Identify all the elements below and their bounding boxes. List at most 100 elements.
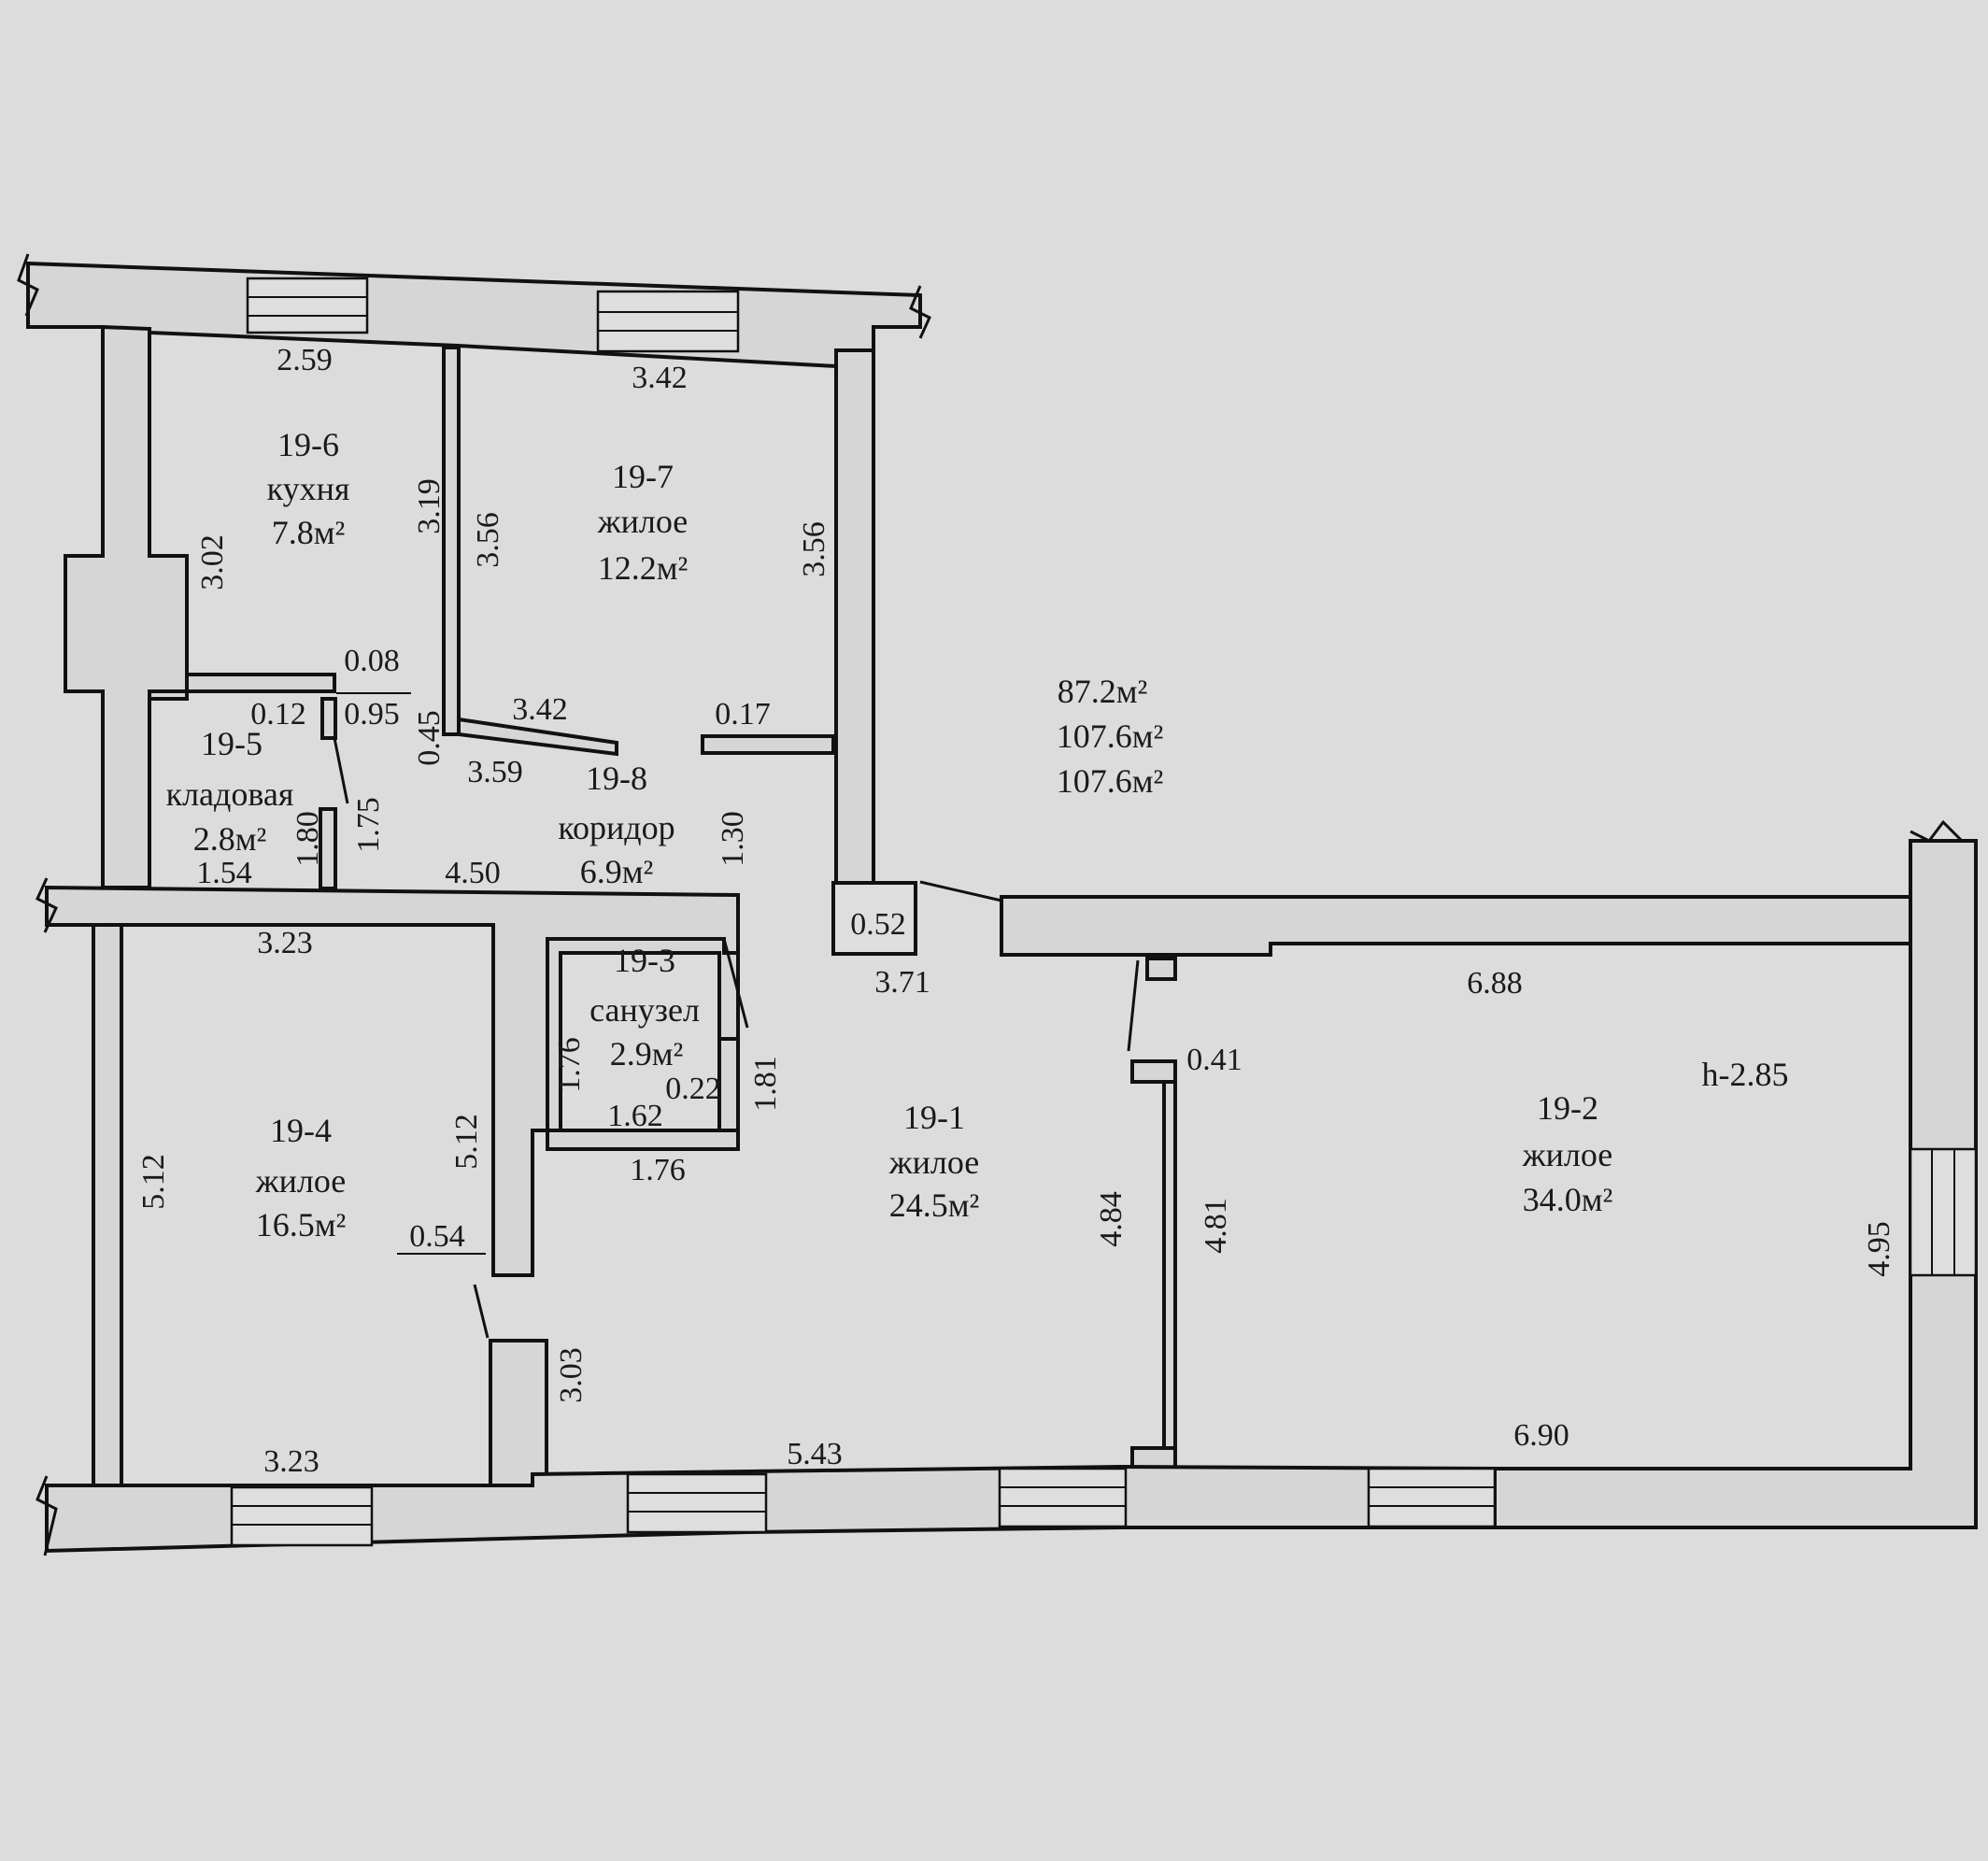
dim-column: 0.52 xyxy=(850,907,906,942)
dim-room7-left: 3.56 xyxy=(471,512,505,568)
room-19-7-area: 12.2м² xyxy=(598,549,689,587)
dim-room2-left: 4.81 xyxy=(1199,1198,1233,1254)
window-room2-bottom xyxy=(1367,1467,1497,1528)
partition-stub-door xyxy=(1130,1059,1177,1084)
room-19-6-name: кухня xyxy=(267,470,350,507)
room-19-7-name: жилое xyxy=(597,503,689,540)
room-19-3-name: санузел xyxy=(589,991,700,1029)
break-mark-mid-left xyxy=(36,877,58,933)
dim-room4-bottom: 3.23 xyxy=(263,1444,320,1479)
dim-pantry-inner: 1.80 xyxy=(291,811,325,867)
pantry-wall-top xyxy=(148,689,189,701)
dim-room1-bottom: 5.43 xyxy=(787,1437,843,1471)
dim-room1-right: 4.84 xyxy=(1094,1191,1129,1247)
dim-bath-right: 1.81 xyxy=(748,1056,783,1112)
window-room1-b xyxy=(998,1467,1128,1528)
room-19-4-id: 19-4 xyxy=(270,1112,332,1149)
room-19-3-id: 19-3 xyxy=(614,942,675,979)
ceiling-height: h-2.85 xyxy=(1702,1056,1789,1093)
room-19-7-id: 19-7 xyxy=(612,458,674,495)
pantry-partition-lower xyxy=(319,807,337,890)
room-19-1-area: 24.5м² xyxy=(889,1186,980,1224)
room-19-8-id: 19-8 xyxy=(586,760,647,797)
room-19-4-name: жилое xyxy=(255,1162,347,1200)
room-19-6-id: 19-6 xyxy=(277,426,339,463)
break-mark-top-right-2 xyxy=(1910,819,1964,843)
dim-room4-top: 3.23 xyxy=(257,926,313,960)
dim-room7-top: 3.42 xyxy=(632,361,688,395)
window-room7 xyxy=(596,290,740,353)
dim-pantry-right: 1.75 xyxy=(351,797,386,853)
dim-kitchen-top: 2.59 xyxy=(277,343,333,377)
dim-room7-right: 3.56 xyxy=(797,521,831,577)
dim-room2-right: 4.95 xyxy=(1862,1221,1896,1277)
dim-0-08: 0.08 xyxy=(344,644,400,678)
partition-room7-corridor-right xyxy=(701,734,835,755)
room-19-5-name: кладовая xyxy=(166,775,294,813)
room-19-3-area: 2.9м² xyxy=(610,1035,684,1073)
dim-room4-right: 5.12 xyxy=(449,1114,484,1170)
dim-0-41: 0.41 xyxy=(1186,1043,1242,1077)
room-19-1-name: жилое xyxy=(888,1144,980,1181)
dim-room2-top: 6.88 xyxy=(1467,966,1523,1001)
break-mark-top-right xyxy=(909,285,931,339)
partition-stub-top xyxy=(1145,957,1177,981)
dim-kitchen-right: 3.19 xyxy=(412,478,447,534)
dim-room1-top: 3.71 xyxy=(874,965,930,1000)
column xyxy=(831,881,917,956)
room-19-2-area: 34.0м² xyxy=(1523,1181,1613,1218)
dim-room1-lower-left: 3.03 xyxy=(554,1347,589,1403)
dim-0-95: 0.95 xyxy=(344,697,400,732)
dim-corridor-top: 3.59 xyxy=(467,755,523,789)
partition-room4-room1-lower xyxy=(489,1339,548,1487)
dim-room2-bottom: 6.90 xyxy=(1513,1418,1569,1453)
dim-0-17: 0.17 xyxy=(715,697,771,732)
bath-walls xyxy=(546,937,740,1151)
room-19-2-id: 19-2 xyxy=(1537,1089,1598,1127)
dim-bath-bottom-outer: 1.76 xyxy=(630,1153,686,1187)
dim-0-45: 0.45 xyxy=(412,710,447,766)
partition-room1-room2 xyxy=(1162,1068,1177,1471)
window-room4 xyxy=(230,1485,374,1547)
dim-bath-left: 1.76 xyxy=(552,1037,587,1093)
room-19-8-area: 6.9м² xyxy=(580,853,654,890)
room-labels: 19-6 кухня 7.8м² 19-7 жилое 12.2м² 19-5 … xyxy=(166,426,1789,1243)
room-19-5-area: 2.8м² xyxy=(193,820,267,858)
partition-kitchen-room7 xyxy=(442,346,461,736)
door-lines xyxy=(333,692,1140,1339)
room-19-5-id: 19-5 xyxy=(201,725,263,762)
room-19-8-name: коридор xyxy=(558,809,674,846)
pantry-post xyxy=(320,697,337,740)
room-19-2-name: жилое xyxy=(1522,1136,1613,1173)
room-19-4-area: 16.5м² xyxy=(256,1206,347,1243)
wall-left-lower xyxy=(92,923,123,1487)
bath-inner-shaft xyxy=(717,1037,740,1132)
total-area-3: 107.6м² xyxy=(1057,762,1164,800)
room-19-6-area: 7.8м² xyxy=(272,514,346,551)
window-room1-a xyxy=(626,1472,768,1534)
dim-0-12: 0.12 xyxy=(250,697,306,732)
wall-room7-right xyxy=(834,348,875,885)
window-room2-right xyxy=(1909,1147,1978,1277)
break-mark-top-left xyxy=(17,253,39,317)
partition-room7-corridor xyxy=(457,717,618,757)
dim-corridor-right: 1.30 xyxy=(716,811,750,867)
dim-pantry-bottom: 1.54 xyxy=(196,856,252,890)
dim-room7-bottom: 3.42 xyxy=(512,692,568,727)
room-19-1-id: 19-1 xyxy=(903,1099,965,1136)
dim-0-54: 0.54 xyxy=(409,1219,465,1254)
dim-bath-bottom-inner: 1.62 xyxy=(607,1099,663,1133)
dim-room4-left: 5.12 xyxy=(136,1154,171,1210)
window-kitchen xyxy=(246,277,369,334)
break-mark-bottom-left xyxy=(36,1475,58,1556)
dimension-labels: 2.59 3.02 3.19 3.42 3.56 3.56 3.42 0.08 … xyxy=(136,343,1896,1479)
dim-kitchen-left: 3.02 xyxy=(195,534,230,590)
windows xyxy=(230,277,1978,1547)
total-area-2: 107.6м² xyxy=(1057,717,1164,755)
total-area-1: 87.2м² xyxy=(1058,673,1148,710)
dim-corridor-bottom: 4.50 xyxy=(445,856,501,890)
partition-kitchen-pantry xyxy=(185,673,336,693)
dim-0-22: 0.22 xyxy=(665,1072,721,1106)
